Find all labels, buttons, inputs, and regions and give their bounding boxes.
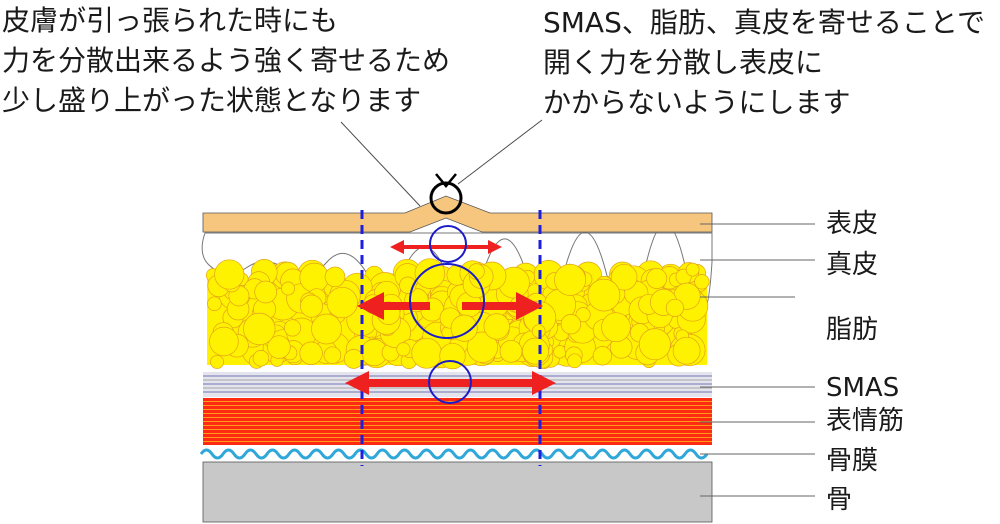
fat-cell xyxy=(243,312,276,346)
surface-suture-knot-icon xyxy=(429,173,463,215)
fat-cell xyxy=(396,342,411,357)
fat-cell xyxy=(587,278,621,312)
fat-cell xyxy=(209,326,239,357)
fat-force-right-arrow xyxy=(462,292,543,320)
fat-cell xyxy=(267,335,291,359)
dermis-suture-circle xyxy=(429,225,467,263)
fat-label: 脂肪 xyxy=(826,315,878,345)
fat-layer xyxy=(205,258,710,370)
left-annotation-leader xyxy=(340,121,421,207)
dermis-label: 真皮 xyxy=(826,250,878,280)
smas-force-double-arrow xyxy=(345,371,556,395)
muscle-fibers xyxy=(203,401,712,442)
fat-cell xyxy=(522,337,549,365)
smas-suture-circle xyxy=(428,360,472,404)
left-annotation-line-1: 皮膚が引っ張られた時にも xyxy=(2,4,338,37)
fat-cell xyxy=(694,274,710,290)
fat-cell xyxy=(553,345,567,359)
left-annotation-line-2: 力を分散出来るよう強く寄せるため xyxy=(2,44,450,77)
fat-cell xyxy=(567,353,582,369)
fat-cell xyxy=(324,266,346,288)
fat-cell xyxy=(323,346,342,364)
fat-cell xyxy=(300,294,323,318)
fat-cell xyxy=(638,328,671,361)
muscle-label: 表情筋 xyxy=(826,406,904,436)
fat-cell xyxy=(252,350,270,367)
fat-cell xyxy=(214,259,245,290)
fat-cell xyxy=(299,262,330,293)
fat-cell xyxy=(592,346,613,366)
fat-cell xyxy=(468,263,485,280)
fat-cell xyxy=(281,281,296,296)
right-annotation-line-3: かからないようにします xyxy=(543,86,850,119)
fat-cell xyxy=(299,341,323,365)
fat-cell xyxy=(284,319,302,337)
fat-suture-circle xyxy=(409,263,485,339)
fat-cell xyxy=(210,354,225,369)
fat-cell xyxy=(610,263,638,291)
fat-cell xyxy=(326,286,358,319)
epidermis-label: 表皮 xyxy=(826,209,878,239)
fat-cell xyxy=(254,280,278,304)
fat-cell xyxy=(665,298,684,317)
fat-cell xyxy=(560,314,582,335)
suture-knot-loop xyxy=(429,181,463,215)
fat-cell xyxy=(575,307,591,323)
right-annotation-leader xyxy=(457,119,543,185)
bone-label: 骨 xyxy=(826,485,852,515)
fat-cell xyxy=(414,258,446,289)
fat-cell xyxy=(311,313,342,345)
fat-cell xyxy=(685,262,700,277)
fat-cell xyxy=(483,313,510,340)
fat-cell xyxy=(554,263,587,296)
bone-layer xyxy=(202,461,713,523)
fat-cell xyxy=(601,312,631,343)
right-annotation-line-2: 開く力を分散し表皮に xyxy=(543,46,823,79)
fat-cell xyxy=(499,339,523,363)
fat-cell xyxy=(646,268,668,289)
fat-cell xyxy=(343,349,364,369)
left-annotation: 皮膚が引っ張られた時にも 力を分散出来るよう強く寄せるため 少し盛り上がった状態… xyxy=(2,4,450,117)
dermis-force-double-arrow xyxy=(390,240,502,254)
epidermis-layer xyxy=(202,195,713,233)
fat-cell xyxy=(450,314,478,342)
left-annotation-line-3: 少し盛り上がった状態となります xyxy=(2,84,421,117)
suture-knot-ends xyxy=(435,173,457,188)
fat-cell xyxy=(207,296,222,311)
periosteum-label: 骨膜 xyxy=(826,446,878,476)
fat-cell xyxy=(411,337,443,369)
right-annotation: SMAS、脂肪、真皮を寄せることで 開く力を分散し表皮に かからないようにします xyxy=(543,6,985,119)
periosteum-layer xyxy=(199,448,709,460)
fat-cell xyxy=(466,331,498,363)
smas-label: SMAS xyxy=(826,373,899,403)
right-annotation-line-1: SMAS、脂肪、真皮を寄せることで xyxy=(543,6,985,39)
fat-cell xyxy=(672,336,701,365)
fat-force-left-arrow xyxy=(357,292,430,320)
